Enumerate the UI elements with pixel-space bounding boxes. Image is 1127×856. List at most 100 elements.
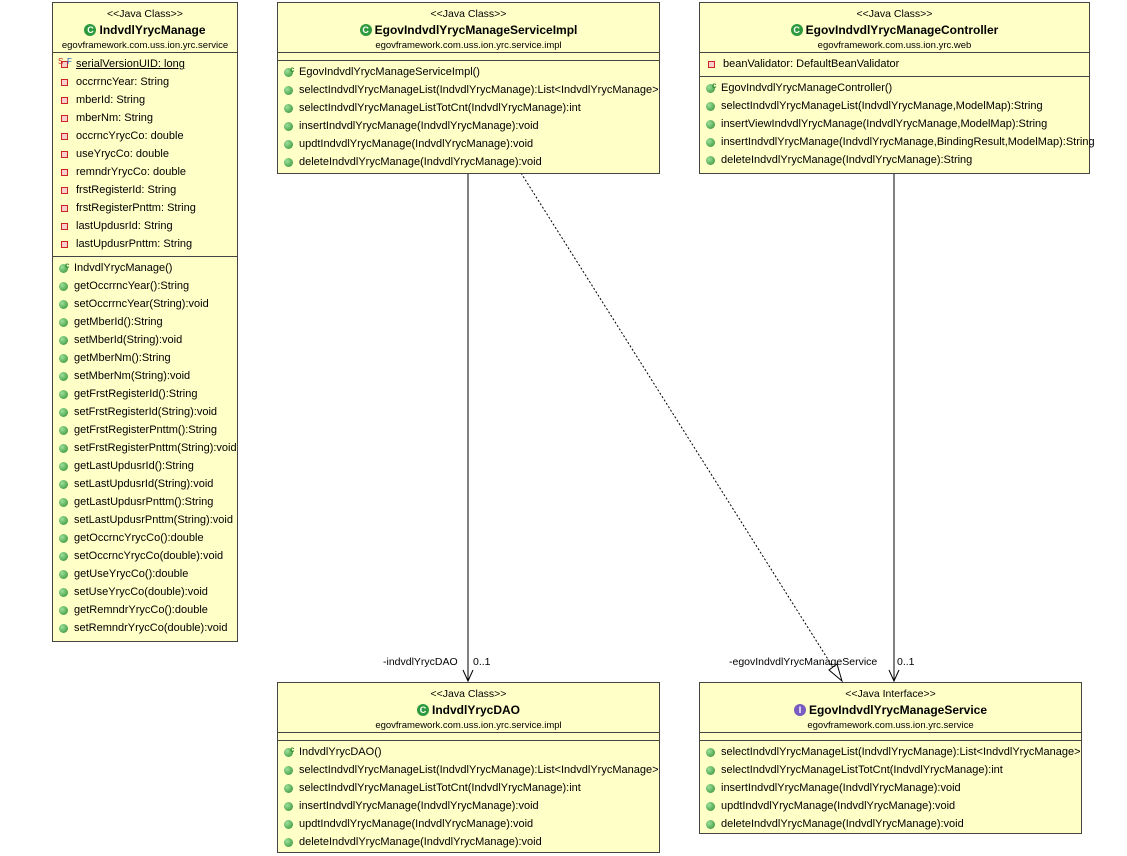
field-text: lastUpdusrPnttm: String	[76, 238, 193, 250]
constructor-icon	[59, 257, 69, 275]
method-row[interactable]: getOccrrncYear():String	[53, 277, 237, 295]
method-text: setFrstRegisterId(String):void	[74, 406, 218, 418]
method-row[interactable]: setLastUpdusrId(String):void	[53, 475, 237, 493]
method-text: setOccrncYrycCo(double):void	[74, 550, 224, 562]
method-row[interactable]: deleteIndvdlYrycManage(IndvdlYrycManage)…	[700, 151, 1089, 169]
method-row[interactable]: selectIndvdlYrycManageList(IndvdlYrycMan…	[278, 81, 659, 99]
field-row[interactable]: lastUpdusrId: String	[53, 217, 237, 235]
method-row[interactable]: deleteIndvdlYrycManage(IndvdlYrycManage)…	[700, 815, 1081, 833]
private-field-icon	[61, 96, 68, 104]
method-row[interactable]: insertIndvdlYrycManage(IndvdlYrycManage)…	[278, 797, 659, 815]
method-row[interactable]: getMberNm():String	[53, 349, 237, 367]
method-row[interactable]: IndvdlYrycManage()	[53, 257, 237, 277]
field-row[interactable]: occrncYrycCo: double	[53, 127, 237, 145]
method-row[interactable]: deleteIndvdlYrycManage(IndvdlYrycManage)…	[278, 153, 659, 171]
method-row[interactable]: insertViewIndvdlYrycManage(IndvdlYrycMan…	[700, 115, 1089, 133]
method-text: insertIndvdlYrycManage(IndvdlYrycManage)…	[299, 120, 539, 132]
method-row[interactable]: setRemndrYrycCo(double):void	[53, 619, 237, 637]
method-row[interactable]: deleteIndvdlYrycManage(IndvdlYrycManage)…	[278, 833, 659, 851]
method-row[interactable]: updtIndvdlYrycManage(IndvdlYrycManage):v…	[278, 135, 659, 153]
method-row[interactable]: setFrstRegisterPnttm(String):void	[53, 439, 237, 457]
method-text: deleteIndvdlYrycManage(IndvdlYrycManage)…	[299, 156, 542, 168]
method-row[interactable]: insertIndvdlYrycManage(IndvdlYrycManage)…	[278, 117, 659, 135]
methods-section: selectIndvdlYrycManageList(IndvdlYrycMan…	[700, 741, 1081, 836]
method-icon	[59, 353, 68, 363]
methods-section: IndvdlYrycManage() getOccrrncYear():Strin…	[53, 257, 237, 640]
method-row[interactable]: insertIndvdlYrycManage(IndvdlYrycManage,…	[700, 133, 1095, 151]
constructor-icon	[284, 61, 294, 79]
method-row[interactable]: setUseYrycCo(double):void	[53, 583, 237, 601]
method-icon	[706, 801, 715, 811]
field-row[interactable]: occrrncYear: String	[53, 73, 237, 91]
field-row[interactable]: frstRegisterId: String	[53, 181, 237, 199]
methods-section: EgovIndvdlYrycManageServiceImpl()selectI…	[278, 61, 659, 174]
method-icon	[59, 623, 68, 633]
private-field-icon	[61, 132, 68, 140]
method-row[interactable]: insertIndvdlYrycManage(IndvdlYrycManage)…	[700, 779, 1081, 797]
method-row[interactable]: getUseYrycCo():double	[53, 565, 237, 583]
method-icon	[284, 837, 293, 847]
method-row[interactable]: getMberId():String	[53, 313, 237, 331]
method-row[interactable]: selectIndvdlYrycManageListTotCnt(IndvdlY…	[278, 779, 659, 797]
method-row[interactable]: getFrstRegisterPnttm():String	[53, 421, 237, 439]
class-name-text: IndvdlYrycManage	[99, 23, 206, 37]
method-row[interactable]: selectIndvdlYrycManageList(IndvdlYrycMan…	[700, 743, 1081, 761]
method-row[interactable]: getRemndrYrycCo():double	[53, 601, 237, 619]
method-icon	[59, 497, 68, 507]
method-row[interactable]: getLastUpdusrPnttm():String	[53, 493, 237, 511]
method-text: setLastUpdusrId(String):void	[74, 478, 214, 490]
field-row[interactable]: beanValidator: DefaultBeanValidator	[700, 55, 1089, 73]
method-row[interactable]: setLastUpdusrPnttm(String):void	[53, 511, 237, 529]
field-row[interactable]: frstRegisterPnttm: String	[53, 199, 237, 217]
package-name: egovframework.com.uss.ion.yrc.web	[817, 40, 972, 51]
method-row[interactable]: updtIndvdlYrycManage(IndvdlYrycManage):v…	[278, 815, 659, 833]
method-icon	[706, 101, 715, 111]
method-row[interactable]: selectIndvdlYrycManageListTotCnt(IndvdlY…	[278, 99, 659, 117]
method-row[interactable]: setMberNm(String):void	[53, 367, 237, 385]
field-row[interactable]: useYrycCo: double	[53, 145, 237, 163]
method-row[interactable]: setFrstRegisterId(String):void	[53, 403, 237, 421]
field-row[interactable]: lastUpdusrPnttm: String	[53, 235, 237, 253]
method-icon	[59, 407, 68, 417]
method-row[interactable]: IndvdlYrycDAO()	[278, 741, 659, 761]
private-field-icon	[61, 168, 68, 176]
method-icon	[284, 85, 293, 95]
open-arrow-head	[462, 669, 474, 683]
method-row[interactable]: selectIndvdlYrycManageList(IndvdlYrycMan…	[278, 761, 659, 779]
field-row[interactable]: mberId: String	[53, 91, 237, 109]
private-field-icon	[61, 186, 68, 194]
method-text: getMberId():String	[74, 316, 163, 328]
method-row[interactable]: EgovIndvdlYrycManageController()	[700, 77, 1089, 97]
field-row[interactable]: mberNm: String	[53, 109, 237, 127]
private-field-icon	[708, 60, 715, 68]
fields-section	[278, 733, 659, 741]
private-field-icon	[61, 240, 68, 248]
method-row[interactable]: selectIndvdlYrycManageListTotCnt(IndvdlY…	[700, 761, 1081, 779]
method-row[interactable]: setOccrncYrycCo(double):void	[53, 547, 237, 565]
method-row[interactable]: selectIndvdlYrycManageList(IndvdlYrycMan…	[700, 97, 1089, 115]
method-row[interactable]: setMberId(String):void	[53, 331, 237, 349]
method-text: selectIndvdlYrycManageList(IndvdlYrycMan…	[721, 100, 1043, 112]
field-row[interactable]: remndrYrycCo: double	[53, 163, 237, 181]
method-text: IndvdlYrycManage()	[74, 262, 173, 274]
method-row[interactable]: updtIndvdlYrycManage(IndvdlYrycManage):v…	[700, 797, 1081, 815]
method-row[interactable]: getLastUpdusrId():String	[53, 457, 237, 475]
method-icon	[59, 587, 68, 597]
field-row[interactable]: serialVersionUID: long	[53, 53, 237, 73]
method-row[interactable]: setOccrrncYear(String):void	[53, 295, 237, 313]
method-row[interactable]: EgovIndvdlYrycManageServiceImpl()	[278, 61, 659, 81]
method-row[interactable]: getFrstRegisterId():String	[53, 385, 237, 403]
method-text: setMberNm(String):void	[74, 370, 191, 382]
method-text: getOccrrncYear():String	[74, 280, 190, 292]
method-text: setMberId(String):void	[74, 334, 183, 346]
class-icon: C	[790, 24, 803, 36]
method-row[interactable]: getOccrncYrycCo():double	[53, 529, 237, 547]
